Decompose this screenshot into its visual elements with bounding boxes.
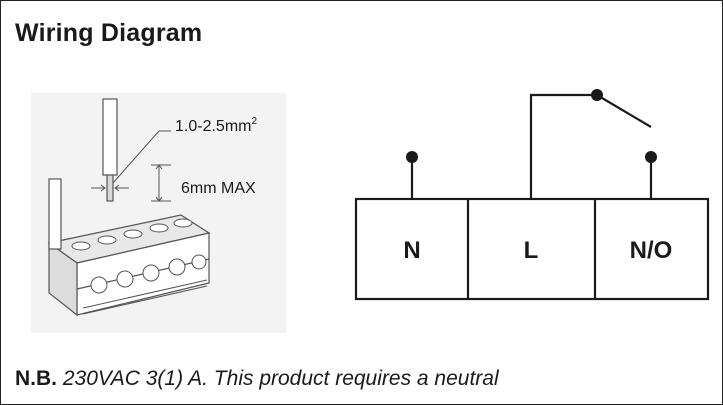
note: N.B. 230VAC 3(1) A. This product require… bbox=[15, 367, 499, 391]
terminal-label-neutral: N bbox=[403, 237, 420, 264]
terminal-label-normally-open: N/O bbox=[630, 237, 673, 264]
inserted-wire bbox=[48, 178, 62, 250]
neutral-contact-dot bbox=[406, 151, 418, 163]
wiring-schematic: N L N/O bbox=[354, 89, 710, 301]
wire-size-label: 1.0-2.5mm2 bbox=[175, 116, 257, 135]
terminal-label-live: L bbox=[524, 237, 539, 264]
dimension-markers bbox=[91, 130, 171, 202]
page-title: Wiring Diagram bbox=[15, 19, 203, 47]
note-text: 230VAC 3(1) A. This product requires a n… bbox=[62, 367, 499, 390]
terminal-base bbox=[82, 279, 208, 315]
note-label: N.B. bbox=[15, 367, 57, 390]
normally-open-contact-dot bbox=[645, 151, 657, 163]
switch-arm bbox=[596, 94, 652, 128]
strip-length-label: 6mm MAX bbox=[181, 180, 256, 197]
terminal-screws bbox=[71, 218, 193, 251]
live-lead bbox=[529, 93, 597, 199]
wire-entry-holes bbox=[90, 254, 207, 294]
stripped-wire bbox=[102, 98, 118, 202]
terminal-block-illustration: 1.0-2.5mm2 6mm MAX bbox=[31, 93, 286, 333]
terminal-strip bbox=[354, 197, 710, 301]
